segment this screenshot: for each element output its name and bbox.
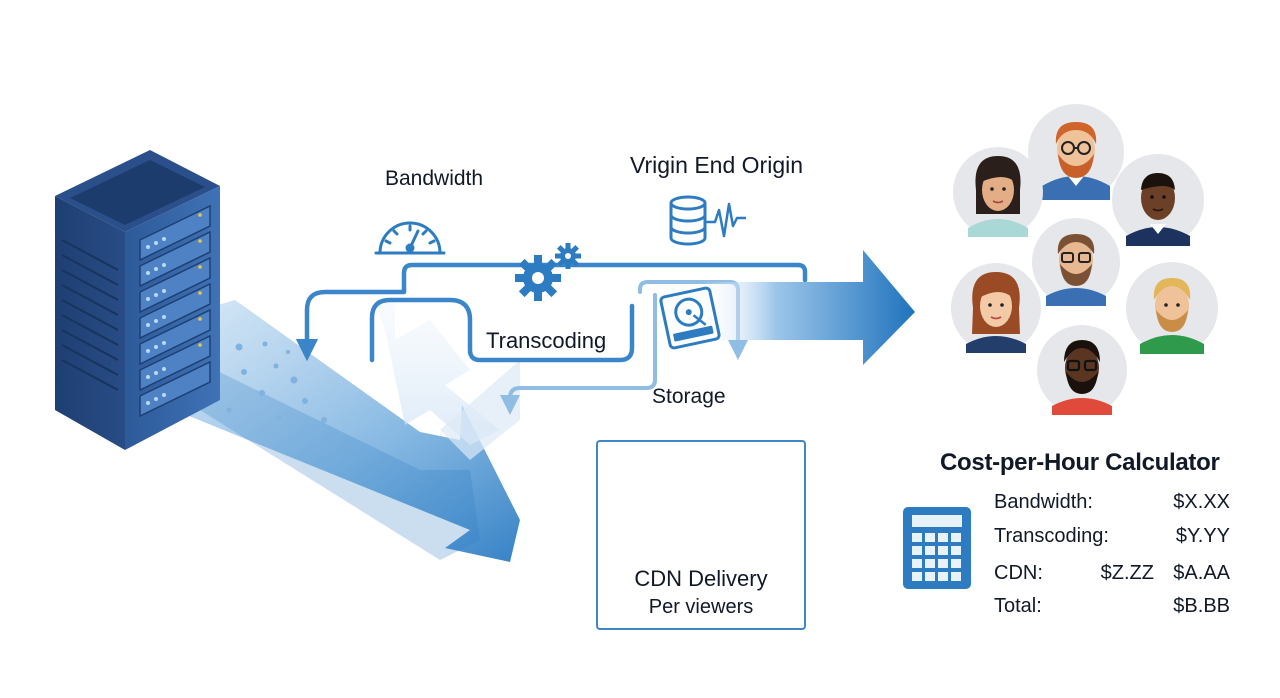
avatar [951,263,1041,353]
avatar [1112,154,1204,246]
server-rack-icon [55,150,220,450]
storage-label: Storage [652,385,726,408]
cost-label: CDN: [994,562,1043,584]
avatar [1032,218,1120,306]
cost-label: Total: [994,595,1042,617]
cost-value: $B.BB [1173,595,1230,617]
avatar [1037,325,1127,415]
ghost-arrow [375,300,520,460]
cost-row-bandwidth: Bandwidth: $X.XX [994,491,1230,519]
cost-row-transcoding: Transcoding: $Y.YY [994,525,1230,553]
cost-value: $Z.ZZ [1100,562,1154,584]
cost-row-cdn: CDN: $Z.ZZ $A.AA [994,562,1230,590]
database-icon [669,195,746,246]
calculator-title: Cost-per-Hour Calculator [940,449,1220,476]
avatar [953,147,1043,237]
cost-label: Bandwidth: [994,491,1093,513]
cdn-subtitle: Per viewers [648,596,754,618]
avatar [1126,262,1218,354]
cost-row-total: Total: $B.BB [994,595,1230,623]
gears-icon [515,243,581,301]
origin-label: Vrigin End Origin [630,152,804,178]
data-flow-beam [130,300,520,562]
viewer-avatars [951,104,1218,415]
delivery-arrow [700,250,915,365]
speedometer-icon [374,221,446,255]
cdn-title: CDN Delivery [634,566,768,591]
cost-label: Transcoding: [994,525,1109,547]
bandwidth-label: Bandwidth [385,167,484,190]
pipeline-lines [295,262,808,415]
calculator-icon [903,507,971,589]
hard-drive-icon [659,286,721,350]
avatar [1028,104,1124,200]
transcoding-label: Transcoding [486,328,607,353]
cost-value: $Y.YY [1175,525,1230,547]
cdn-delivery-box: CDN Delivery Per viewers [596,440,806,630]
cost-value: $X.XX [1173,491,1230,513]
cost-value-secondary: $A.AA [1173,562,1230,584]
